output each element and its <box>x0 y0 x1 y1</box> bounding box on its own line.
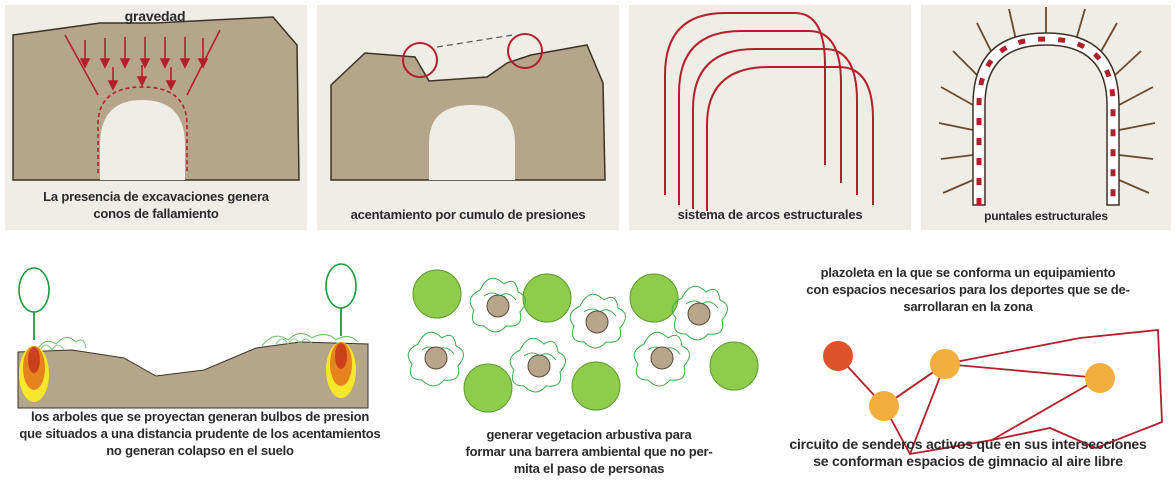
tree-bulbs-caption: los arboles que se proyectan generan bul… <box>19 409 381 458</box>
settlement-caption: acentamiento por cumulo de presiones <box>350 207 586 222</box>
panel-structural-arches: sistema de arcos estructurales <box>629 5 911 230</box>
panel-structural-struts: puntales estructurales <box>921 5 1171 230</box>
shrub-barrier-diagram <box>407 269 759 413</box>
struts-diagram <box>938 7 1156 206</box>
circuit-diagram <box>823 329 1163 455</box>
panel-shrub-barrier: generar vegetacion arbustiva para formar… <box>404 240 774 480</box>
gravity-label: gravedad <box>124 8 186 24</box>
panel-tree-bulbs: los arboles que se proyectan generan bul… <box>0 240 400 480</box>
arches-diagram <box>664 12 874 211</box>
panel-settlement: acentamiento por cumulo de presiones <box>317 5 619 230</box>
plaza-label: plazoleta en la que se conforma un equip… <box>806 265 1130 314</box>
arches-caption: sistema de arcos estructurales <box>677 207 863 222</box>
shrub-barrier-caption: generar vegetacion arbustiva para formar… <box>465 427 713 476</box>
circuit-caption: circuito de senderos activos que en sus … <box>789 436 1147 469</box>
failure-cones-diagram <box>12 16 300 181</box>
failure-cones-caption: La presencia de excavaciones genera cono… <box>43 189 269 221</box>
struts-caption: puntales estructurales <box>984 209 1108 223</box>
panel-active-circuit: plazoleta en la que se conforma un equip… <box>760 240 1176 480</box>
settlement-diagram <box>330 33 606 181</box>
panel-failure-cones: gravedad La presencia de excavaciones ge… <box>5 5 307 230</box>
tree-bulbs-diagram <box>17 263 369 409</box>
